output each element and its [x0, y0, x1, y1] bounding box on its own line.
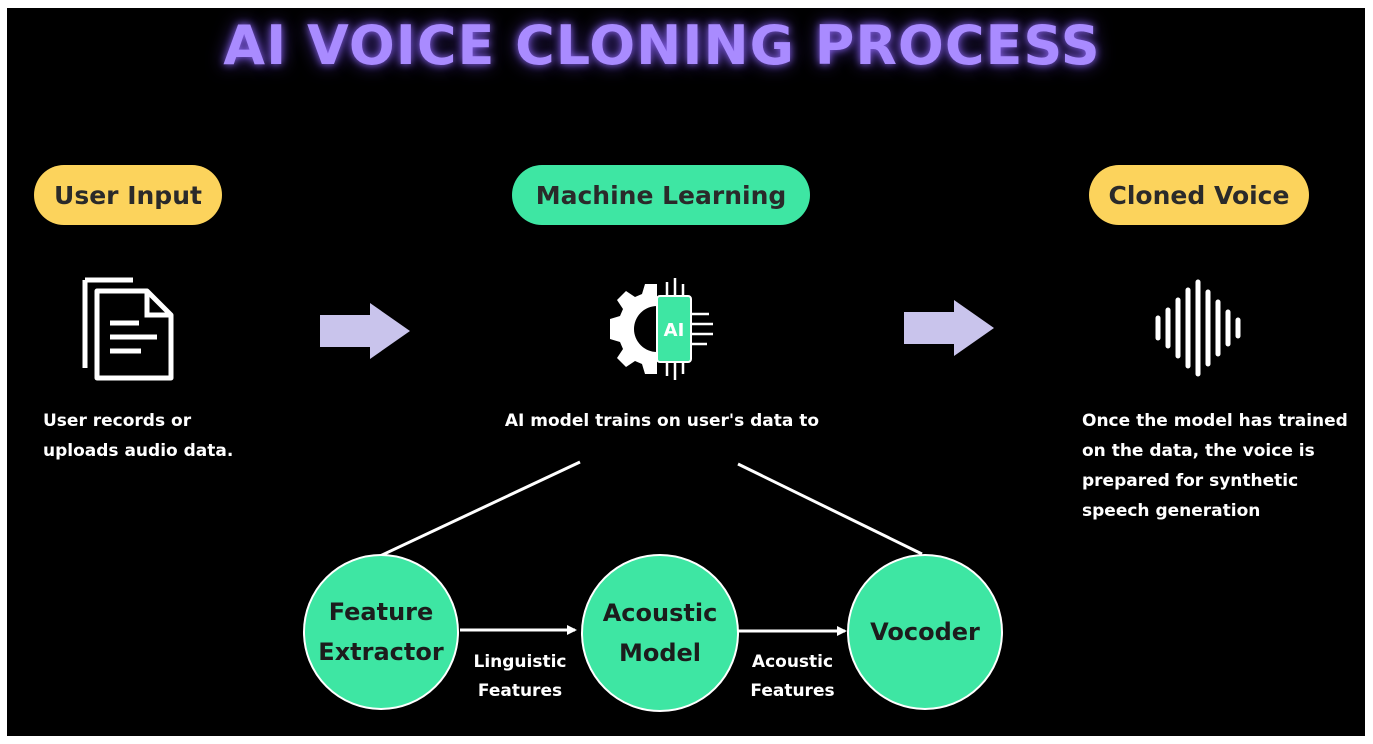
page-title: AI VOICE CLONING PROCESS [223, 14, 1101, 77]
machine-learning-pill: Machine Learning [512, 165, 810, 225]
ai-chip-text: AI [664, 320, 685, 341]
diagram-canvas: AI VOICE CLONING PROCESS User Input Mach… [7, 8, 1365, 736]
edge-label-line: Features [750, 681, 835, 701]
connector-line-right [737, 462, 923, 556]
description-line: Once the model has trained [1082, 411, 1348, 431]
node-line: Vocoder [870, 618, 980, 646]
node-line: Extractor [318, 638, 444, 666]
edge-label-line: Acoustic [751, 652, 834, 672]
arrow-right-icon [904, 300, 994, 356]
description-line: on the data, the voice is [1082, 441, 1315, 461]
description-line: speech generation [1082, 501, 1261, 521]
user-input-pill: User Input [34, 165, 222, 225]
sound-wave-icon [1155, 279, 1241, 377]
machine-learning-label: Machine Learning [535, 180, 787, 210]
user-input-description: User records or uploads audio data. [43, 406, 303, 466]
arrow-right-icon [320, 303, 410, 359]
linguistic-features-label: Linguistic Features [465, 648, 575, 706]
description-line: uploads audio data. [43, 441, 234, 461]
feature-extractor-node: Feature Extractor [303, 554, 459, 710]
node-line: Feature [328, 598, 434, 626]
edge-label-line: Features [477, 681, 563, 701]
node-line: Acoustic [602, 599, 718, 627]
edge-label-line: Linguistic [473, 652, 567, 672]
document-icon [82, 277, 174, 381]
user-input-label: User Input [54, 180, 202, 210]
cloned-voice-pill: Cloned Voice [1089, 165, 1309, 225]
pipeline-connectors [379, 460, 923, 636]
vocoder-node: Vocoder [847, 554, 1003, 710]
connector-line-left [379, 460, 581, 558]
description-line: User records or [43, 411, 192, 431]
ai-chip-icon: AI [610, 278, 713, 380]
node-line: Model [618, 639, 702, 667]
acoustic-model-node: Acoustic Model [581, 554, 739, 712]
description-line: prepared for synthetic [1082, 471, 1299, 491]
cloned-voice-label: Cloned Voice [1108, 180, 1290, 210]
description-line: AI model trains on user's data to [504, 411, 820, 431]
acoustic-features-label: Acoustic Features [740, 648, 845, 706]
machine-learning-description: AI model trains on user's data to [497, 406, 827, 436]
cloned-voice-description: Once the model has trained on the data, … [1082, 406, 1364, 526]
